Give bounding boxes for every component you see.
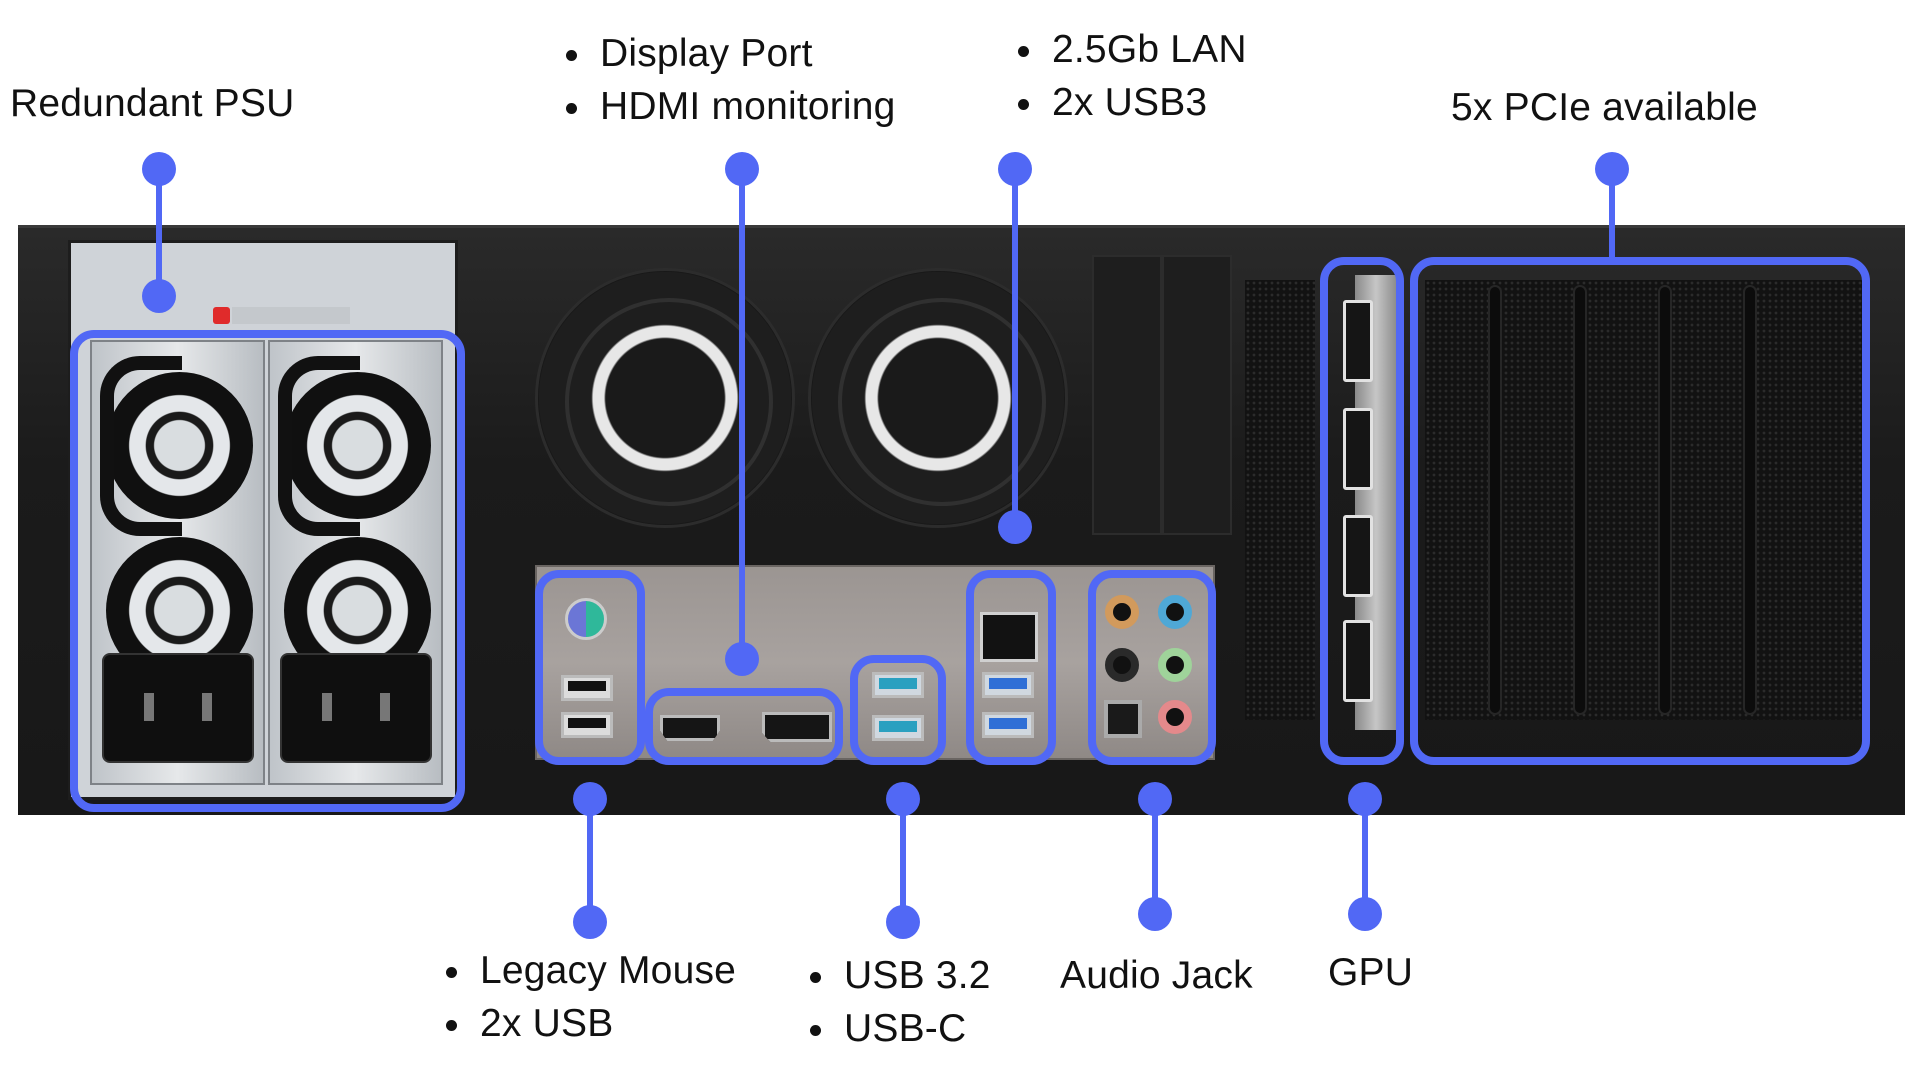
audio-jack-pink-icon xyxy=(1158,700,1192,734)
blank-slot-cover xyxy=(1092,255,1162,535)
pointer-line-gpu xyxy=(1362,800,1368,915)
callout-text: Redundant PSU xyxy=(10,82,295,125)
audio-jack-orange-icon xyxy=(1105,595,1139,629)
psu-release-bar xyxy=(232,307,350,324)
usb-port-icon xyxy=(561,675,613,701)
callout-bullet: HDMI monitoring xyxy=(560,81,896,134)
ps2-port-icon xyxy=(565,598,607,640)
pointer-dot-gpu xyxy=(1348,782,1382,816)
psu-handle xyxy=(100,356,182,536)
usb-port-icon xyxy=(561,712,613,738)
highlight-lan-usb3 xyxy=(966,570,1056,765)
callout-bullet: 2.5Gb LAN xyxy=(1012,24,1247,77)
callout-bullet: USB 3.2 xyxy=(804,950,991,1003)
pcie-slot-divider xyxy=(1488,285,1502,715)
power-socket-icon xyxy=(102,653,254,763)
pointer-dot-legacy xyxy=(573,782,607,816)
pointer-dot-psu xyxy=(142,279,176,313)
gpu-displayport-icon xyxy=(1343,408,1373,490)
pointer-dot-display xyxy=(725,152,759,186)
power-socket-icon xyxy=(280,653,432,763)
highlight-legacy-usb xyxy=(535,570,645,765)
usb32-port-icon xyxy=(872,672,924,698)
callout-label-legacy: Legacy Mouse 2x USB xyxy=(440,945,736,1050)
callout-bullet: Legacy Mouse xyxy=(440,945,736,998)
pointer-dot-display xyxy=(725,642,759,676)
highlight-psu xyxy=(70,330,465,812)
callout-bullet: USB-C xyxy=(804,1003,991,1056)
pointer-dot-usb xyxy=(886,782,920,816)
pcie-slot-divider xyxy=(1658,285,1672,715)
optical-audio-icon xyxy=(1104,700,1142,738)
pointer-line-psu xyxy=(156,168,162,296)
psu-module-2 xyxy=(268,340,443,785)
callout-label-psu: Redundant PSU xyxy=(10,78,294,131)
callout-label-usb: USB 3.2 USB-C xyxy=(804,950,991,1055)
highlight-usb32-usbc xyxy=(850,655,946,765)
audio-jack-blue-icon xyxy=(1158,595,1192,629)
gpu-displayport-icon xyxy=(1343,620,1373,702)
callout-label-display: Display Port HDMI monitoring xyxy=(560,28,896,133)
displayport-port-icon xyxy=(762,712,832,742)
pointer-dot-legacy xyxy=(573,905,607,939)
callout-bullet: Display Port xyxy=(560,28,896,81)
usb3-port-icon xyxy=(982,712,1034,738)
callout-text: Audio Jack xyxy=(1060,954,1253,997)
pointer-dot-lan xyxy=(998,152,1032,186)
gpu-displayport-icon xyxy=(1343,515,1373,597)
usbc-port-icon xyxy=(872,715,924,741)
gpu-displayport-icon xyxy=(1343,300,1373,382)
callout-label-gpu: GPU xyxy=(1328,947,1413,1000)
pointer-line-legacy xyxy=(587,800,593,920)
psu-fan-icon xyxy=(284,372,431,519)
callout-label-lan: 2.5Gb LAN 2x USB3 xyxy=(1012,24,1247,129)
callout-bullet: 2x USB xyxy=(440,998,736,1051)
callout-text: GPU xyxy=(1328,951,1414,994)
pointer-dot-usb xyxy=(886,905,920,939)
pointer-dot-gpu xyxy=(1348,897,1382,931)
pointer-dot-audio xyxy=(1138,782,1172,816)
callout-bullet: 2x USB3 xyxy=(1012,77,1247,130)
pointer-dot-audio xyxy=(1138,897,1172,931)
pointer-line-lan xyxy=(1012,168,1018,528)
highlight-gpu xyxy=(1320,257,1404,765)
blank-slot-cover xyxy=(1162,255,1232,535)
hdmi-port-icon xyxy=(660,715,720,741)
pcie-slot-divider xyxy=(1573,285,1587,715)
status-led-icon xyxy=(213,307,230,324)
pointer-line-audio xyxy=(1152,800,1158,915)
pointer-dot-pcie xyxy=(1595,152,1629,186)
system-fan-icon xyxy=(808,268,1068,528)
audio-jack-black-icon xyxy=(1105,648,1139,682)
highlight-pcie xyxy=(1410,257,1870,765)
callout-label-audio: Audio Jack xyxy=(1060,950,1253,1003)
ethernet-port-icon xyxy=(980,612,1038,662)
callout-label-pcie: 5x PCIe available xyxy=(1451,82,1758,135)
usb3-port-icon xyxy=(982,672,1034,698)
psu-fan-icon xyxy=(106,372,253,519)
highlight-display-ports xyxy=(645,688,843,765)
vent-mesh xyxy=(1245,280,1315,720)
pointer-line-usb xyxy=(900,800,906,920)
callout-text: 5x PCIe available xyxy=(1451,86,1758,129)
system-fan-icon xyxy=(535,268,795,528)
pointer-dot-lan xyxy=(998,510,1032,544)
pcie-slot-divider xyxy=(1743,285,1757,715)
pointer-dot-psu xyxy=(142,152,176,186)
audio-jack-green-icon xyxy=(1158,648,1192,682)
highlight-audio xyxy=(1088,570,1216,765)
psu-module-1 xyxy=(90,340,265,785)
pointer-line-display xyxy=(739,168,745,658)
pointer-line-pcie xyxy=(1609,168,1615,260)
